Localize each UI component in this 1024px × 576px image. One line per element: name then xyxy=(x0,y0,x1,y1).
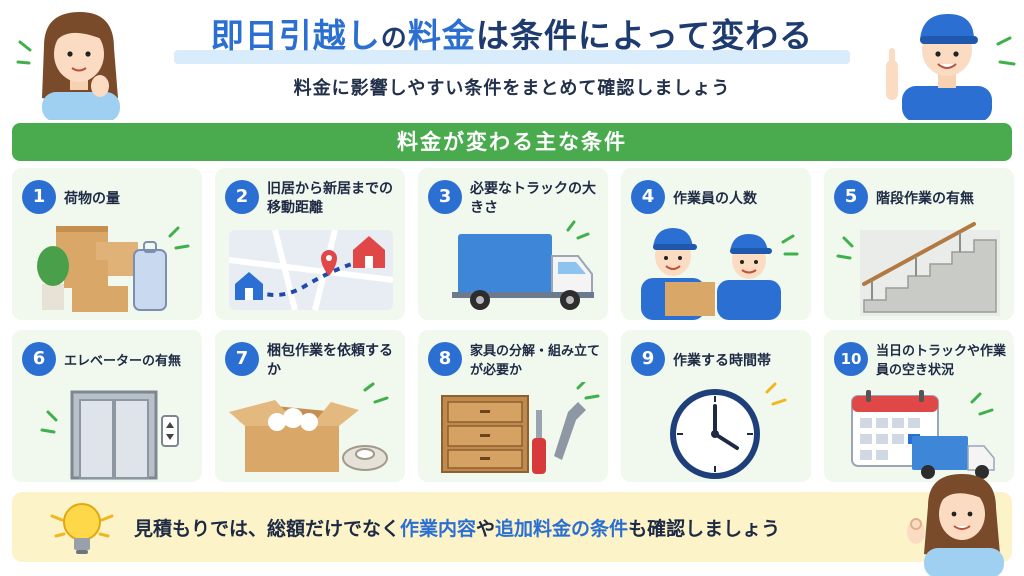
title-part-2: の xyxy=(380,24,408,54)
condition-number: 2 xyxy=(225,180,259,214)
title-part-3: 料金 xyxy=(407,16,476,55)
condition-card-4: 4 作業員の人数 xyxy=(621,168,811,320)
condition-number: 9 xyxy=(631,342,665,376)
condition-label: 家具の分解・組み立てが必要か xyxy=(470,344,601,378)
condition-number: 6 xyxy=(22,342,56,376)
condition-number: 8 xyxy=(428,342,462,376)
map-route-icon xyxy=(228,229,394,311)
condition-label: 作業する時間帯 xyxy=(673,352,771,369)
condition-card-5: 5 階段作業の有無 xyxy=(824,168,1014,320)
condition-card-2: 2 旧居から新居までの移動距離 xyxy=(215,168,405,320)
tip-box: 見積もりでは、総額だけでなく作業内容や追加料金の条件も確認しましょう xyxy=(12,492,1012,562)
lightbulb-icon xyxy=(50,503,114,554)
movers-icon xyxy=(641,228,799,320)
tip-message: 見積もりでは、総額だけでなく作業内容や追加料金の条件も確認しましょう xyxy=(134,514,914,541)
condition-label: 旧居から新居までの移動距離 xyxy=(267,181,393,216)
condition-card-7: 7 梱包作業を依頼するか xyxy=(215,330,405,482)
condition-label: 梱包作業を依頼するか xyxy=(267,343,393,378)
condition-label: 当日のトラックや作業員の空き状況 xyxy=(876,344,1007,378)
title-part-4: は条件によって変わる xyxy=(475,16,814,55)
dresser-tools-icon xyxy=(441,382,600,474)
clock-icon xyxy=(670,382,787,479)
woman-thinking-illustration xyxy=(16,12,120,120)
page-subtitle: 料金に影響しやすい条件をまとめて確認しましょう xyxy=(293,78,731,99)
condition-label: 階段作業の有無 xyxy=(876,190,974,207)
calendar-truck-icon xyxy=(851,390,995,479)
condition-number: 4 xyxy=(631,180,665,214)
condition-card-9: 9 作業する時間帯 xyxy=(621,330,811,482)
condition-label: エレベーターの有無 xyxy=(64,353,182,369)
boxes-suitcase-icon xyxy=(37,226,190,312)
section-banner: 料金が変わる主な条件 xyxy=(12,123,1012,161)
condition-number: 5 xyxy=(834,180,868,214)
tip-part-1: 見積もりでは、総額だけでなく xyxy=(134,518,401,540)
condition-card-1: 1 荷物の量 xyxy=(12,168,202,320)
stairs-icon xyxy=(836,222,1000,316)
condition-card-8: 8 家具の分解・組み立てが必要か xyxy=(418,330,608,482)
title-part-1: 即日引越し xyxy=(210,16,381,55)
condition-card-6: 6 エレベーターの有無 xyxy=(12,330,202,482)
tip-part-3: や xyxy=(476,518,496,540)
woman-ok-illustration xyxy=(907,474,1004,576)
page-title: 即日引越しの料金は条件によって変わる xyxy=(150,8,874,70)
title-highlight xyxy=(174,50,850,64)
condition-number: 1 xyxy=(22,180,56,214)
tip-part-5: も確認しましょう xyxy=(628,518,781,540)
condition-label: 荷物の量 xyxy=(64,190,120,207)
mover-pointing-illustration xyxy=(886,14,1016,120)
condition-label: 作業員の人数 xyxy=(673,190,757,207)
condition-card-3: 3 必要なトラックの大きさ xyxy=(418,168,608,320)
open-box-icon xyxy=(229,382,389,472)
condition-number: 7 xyxy=(225,342,259,376)
condition-label: 必要なトラックの大きさ xyxy=(470,181,596,216)
condition-number: 10 xyxy=(834,342,868,376)
tip-part-2: 作業内容 xyxy=(400,518,477,540)
condition-number: 3 xyxy=(428,180,462,214)
truck-icon xyxy=(452,220,594,310)
condition-card-10: 10 当日のトラックや作業員の空き状況 xyxy=(824,330,1014,482)
tip-part-4: 追加料金の条件 xyxy=(495,518,629,540)
elevator-icon xyxy=(40,390,179,480)
